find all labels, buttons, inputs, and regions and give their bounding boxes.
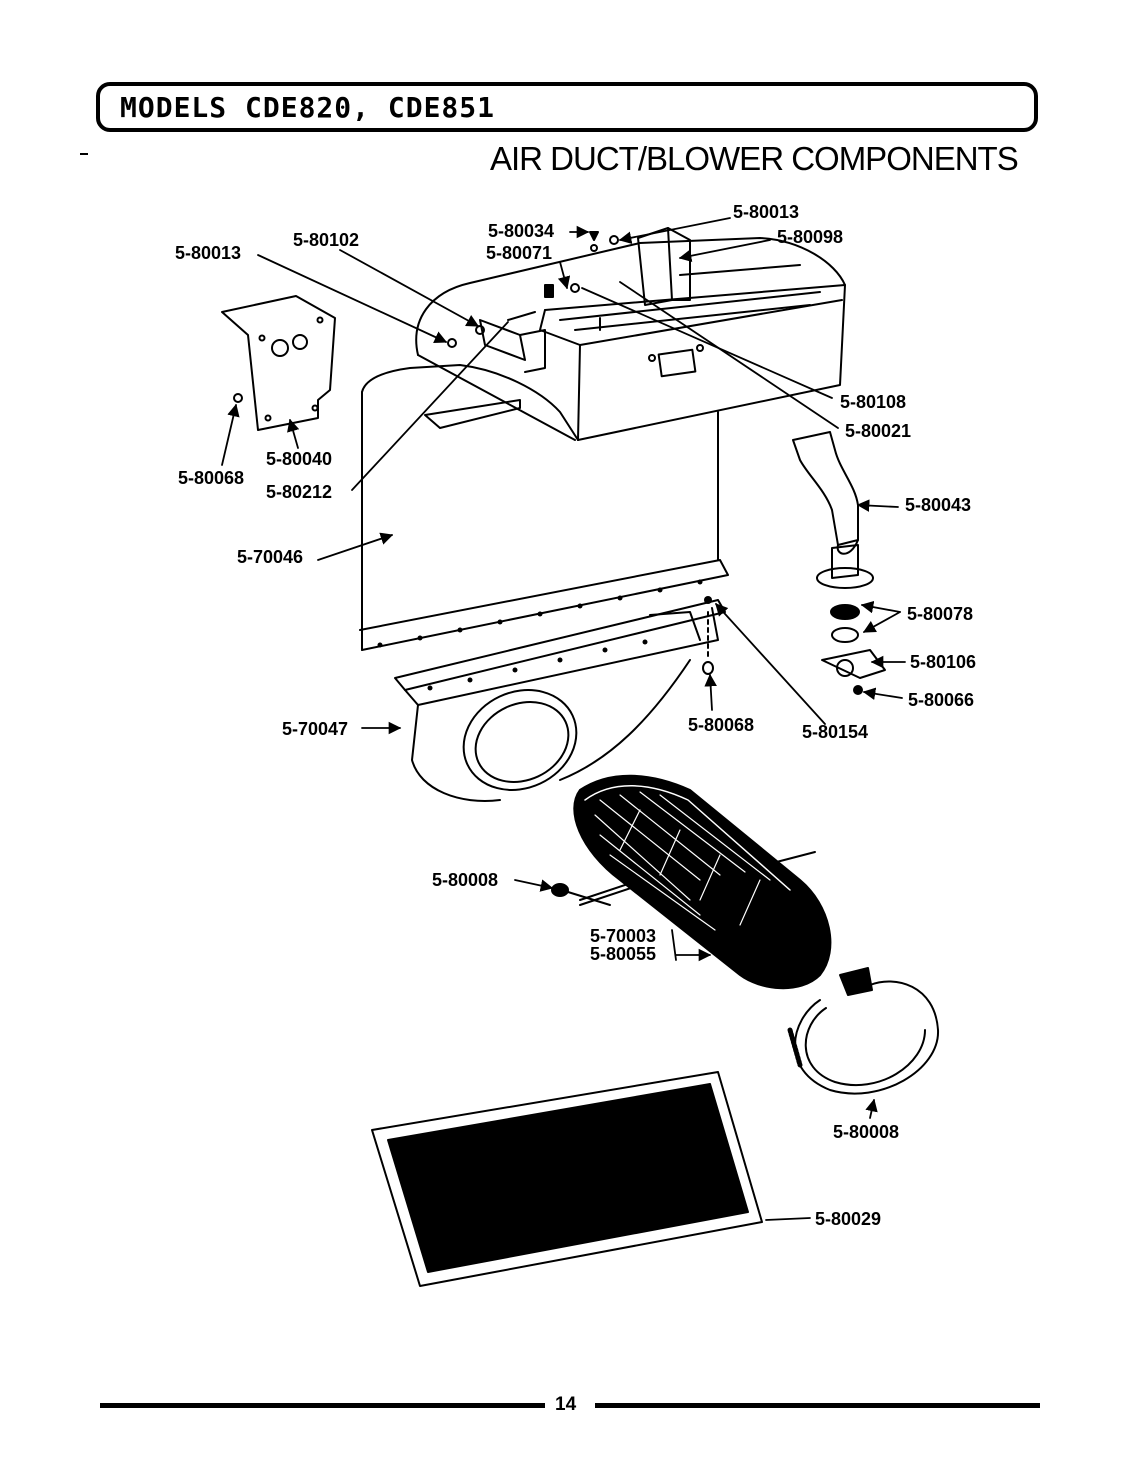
label-5-70047: 5-70047 <box>282 719 348 739</box>
label-5-80040: 5-80040 <box>266 449 332 469</box>
models-header-box: MODELS CDE820, CDE851 <box>96 82 1038 132</box>
label-5-80212: 5-80212 <box>266 482 332 502</box>
exhaust-elbow <box>792 431 859 555</box>
blower-housing <box>394 596 726 802</box>
duct-panel <box>359 364 729 651</box>
label-5-80021: 5-80021 <box>845 421 911 441</box>
part-labels: 5-80013 5-80102 5-80034 5-80071 5-80013 … <box>175 202 976 1229</box>
fitting-stack <box>816 544 886 695</box>
air-duct-housing <box>415 227 846 441</box>
label-5-80102: 5-80102 <box>293 230 359 250</box>
leader-lines <box>221 217 906 1221</box>
label-5-80068-mid: 5-80068 <box>688 715 754 735</box>
footer-rule-left <box>100 1403 545 1408</box>
footer-rule-right <box>595 1403 1040 1408</box>
label-5-80106: 5-80106 <box>910 652 976 672</box>
label-5-80008-right: 5-80008 <box>833 1122 899 1142</box>
label-5-80043: 5-80043 <box>905 495 971 515</box>
stray-mark <box>80 153 88 155</box>
label-5-80034: 5-80034 <box>488 221 554 241</box>
page-title: AIR DUCT/BLOWER COMPONENTS <box>490 140 1019 177</box>
label-5-80055: 5-80055 <box>590 944 656 964</box>
blower-wheel <box>573 774 832 990</box>
label-5-80154: 5-80154 <box>802 722 868 742</box>
label-5-80071: 5-80071 <box>486 243 552 263</box>
label-5-80098: 5-80098 <box>777 227 843 247</box>
label-5-80008-left: 5-80008 <box>432 870 498 890</box>
side-panel-bracket <box>221 295 336 431</box>
label-5-80068-left: 5-80068 <box>178 468 244 488</box>
label-5-80013-top: 5-80013 <box>733 202 799 222</box>
label-5-80078: 5-80078 <box>907 604 973 624</box>
label-5-70003: 5-70003 <box>590 926 656 946</box>
label-5-70046: 5-70046 <box>237 547 303 567</box>
motor-strap-clamp <box>787 967 940 1095</box>
label-5-80066: 5-80066 <box>908 690 974 710</box>
label-5-80029: 5-80029 <box>815 1209 881 1229</box>
page-number: 14 <box>555 1394 577 1415</box>
label-5-80013-left: 5-80013 <box>175 243 241 263</box>
grease-filter <box>371 1071 763 1287</box>
label-5-80108: 5-80108 <box>840 392 906 412</box>
models-header-text: MODELS CDE820, CDE851 <box>120 91 496 124</box>
